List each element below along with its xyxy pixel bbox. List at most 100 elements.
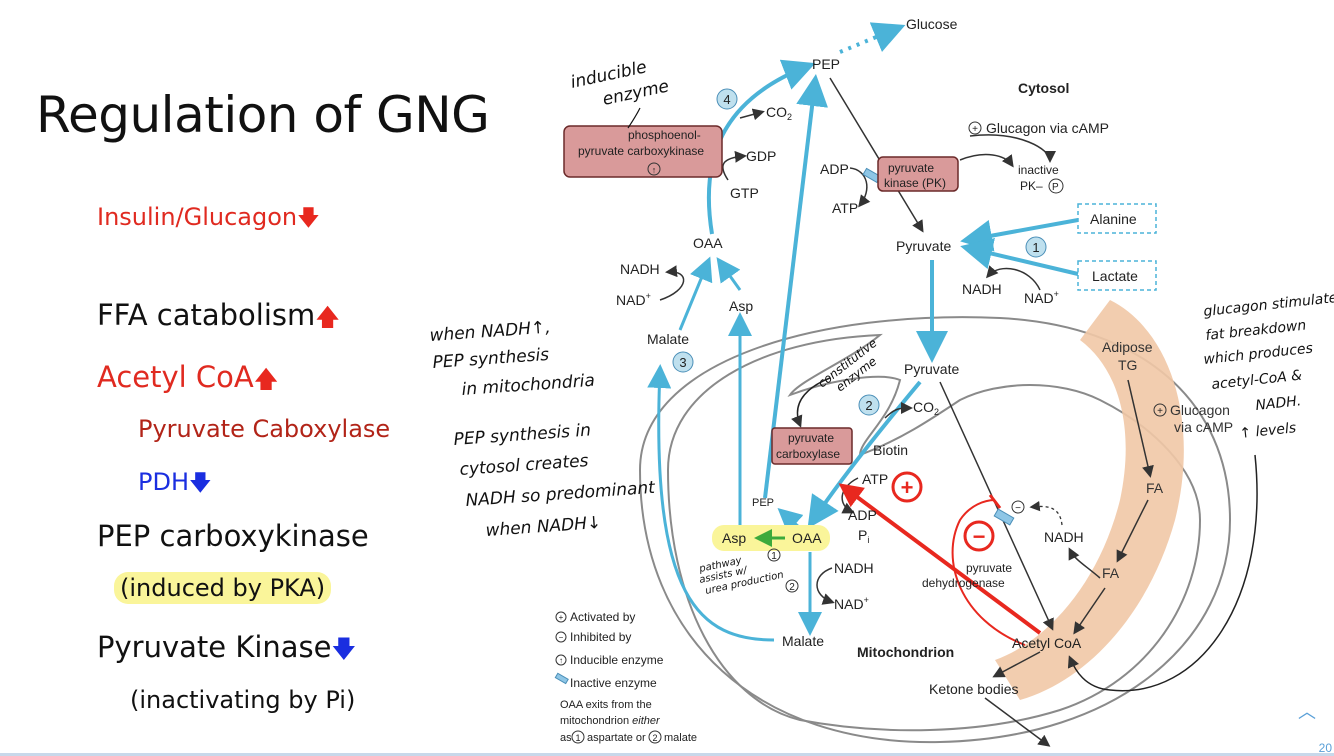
glucose-label: Glucose: [906, 16, 958, 32]
glucagon-note-3: which produces: [1203, 341, 1314, 368]
ketone-bodies-label: Ketone bodies: [929, 681, 1019, 697]
step-number-3: 3: [679, 355, 686, 370]
nadplus-mito-label: NAD+: [834, 595, 869, 612]
alanine-label: Alanine: [1090, 211, 1137, 227]
atp-mito-label: ATP: [862, 471, 888, 487]
inhibition-minus-text: −: [973, 524, 986, 549]
alanine-to-pyruvate-arrow: [960, 218, 1079, 252]
ffa-row: FFA catabolism🡅: [97, 298, 340, 341]
ffa-label: FFA catabolism: [97, 298, 316, 332]
cyto-note-1: PEP synthesis in: [453, 420, 592, 450]
tg-to-fa-arrow: [1127, 379, 1154, 478]
malate-cyto-label: Malate: [647, 331, 689, 347]
nad-nadh-cyto-arrow: [986, 265, 1041, 291]
arrow-down-icon: 🡇: [297, 206, 320, 231]
step-number-2: 2: [865, 398, 872, 413]
fa-label-2: FA: [1102, 565, 1120, 581]
legend-inducible-label: Inducible enzyme: [570, 653, 664, 667]
bottom-bar: [0, 753, 1334, 756]
lactate-box: [1077, 260, 1157, 291]
pdh-label-1: pyruvate: [966, 561, 1012, 575]
glucagon-note-2: fat breakdown: [1205, 317, 1307, 343]
gtp-gdp-arrow: [722, 150, 747, 181]
legend-oaa-line-3b: aspartate or: [587, 732, 646, 744]
co2-top-label: CO2: [766, 104, 792, 122]
oaa-mito-label: OAA: [792, 530, 822, 546]
glucagon-note-6: ↑ levels: [1239, 420, 1297, 442]
legend-oaa-line-3: as: [560, 732, 572, 744]
arrow-up-icon: 🡅: [315, 303, 340, 331]
mitochondrion-inner-membrane: [666, 333, 1202, 732]
asp-cyto-label: Asp: [729, 298, 753, 314]
pepck-label-2: pyruvate carboxykinase: [578, 144, 704, 158]
pep-carboxykinase-row: PEP carboxykinase: [97, 519, 369, 553]
legend-activated-label: Activated by: [570, 610, 635, 624]
pdh-label-2: dehydrogenase: [922, 576, 1005, 590]
legend-inhibited-label: Inhibited by: [570, 630, 631, 644]
cyto-note-3: NADH so predominant: [465, 478, 657, 511]
adipose-band: [995, 300, 1184, 700]
pyruvate-cyto-label: Pyruvate: [896, 238, 951, 254]
pi-mito-label: Pi: [858, 527, 869, 545]
glucagon-right-label-1: Glucagon: [1170, 402, 1230, 418]
pdh-row: PDH🡇: [138, 466, 212, 504]
pepck-label-1: phosphoenol-: [628, 128, 701, 142]
inactivating-label: (inactivating by Pi): [130, 686, 356, 714]
mito-malate-to-cyto-malate-arrow: [647, 364, 775, 642]
legend-inactive-label: Inactive enzyme: [570, 676, 657, 690]
nadh-up-note-3: in mitochondria: [461, 371, 596, 400]
mitochondrion-label: Mitochondrion: [857, 644, 954, 660]
pyruvate-kinase-label: Pyruvate Kinase: [97, 630, 332, 664]
adipose-label-2: TG: [1118, 357, 1137, 373]
pyruvate-mito-label: Pyruvate: [904, 361, 959, 377]
nadh-right-label: NADH: [1044, 529, 1084, 545]
inducible-marker-circle: [647, 162, 661, 176]
small-circle-2: [785, 579, 799, 593]
inactive-pk-label-1: inactive: [1018, 163, 1059, 177]
step-number-1: 1: [1032, 240, 1039, 255]
insulin-glucagon-row: Insulin/Glucagon🡇: [97, 201, 320, 239]
chevron-up-icon[interactable]: ︿: [1298, 702, 1316, 722]
co2-mito-label: CO2: [913, 399, 939, 417]
lactate-label: Lactate: [1092, 268, 1138, 284]
pyruvate-carboxylase-label: Pyruvate Caboxylase: [138, 415, 391, 443]
step-circle-3: [672, 351, 694, 373]
pc-label-1: pyruvate: [788, 431, 834, 445]
pep-top-label: PEP: [812, 56, 840, 72]
step-circle-4: [716, 88, 738, 110]
pepck-box: [563, 125, 723, 178]
pep-mito-label: PEP: [752, 497, 774, 509]
small-number-2: 2: [789, 582, 795, 593]
legend-number-1: 1: [575, 733, 580, 743]
inhibit-small-circle: [1011, 500, 1025, 514]
glucagon-camp-label: Glucagon via cAMP: [986, 120, 1109, 136]
legend-minus-circle: [555, 631, 567, 643]
inhibition-bar: [988, 494, 1002, 509]
step-number-4: 4: [723, 92, 730, 107]
legend-plus-circle: [555, 611, 567, 623]
small-circle-1: [767, 548, 781, 562]
inactivating-row: (inactivating by Pi): [130, 686, 355, 714]
acetyl-inhibits-pdh-path: [951, 499, 1026, 646]
nadplus-cyto-label: NAD+: [1024, 289, 1059, 306]
legend-inducible-symbol: ↑: [559, 656, 563, 665]
arrow-down-icon: 🡇: [331, 635, 357, 663]
acetyl-activates-pc-arrow: [838, 483, 1042, 635]
nadh-up-note-2: PEP synthesis: [432, 345, 550, 373]
pk-label-1: pyruvate: [888, 161, 934, 175]
fa-label-1: FA: [1146, 480, 1164, 496]
acetyl-handwritten-arrow: [1067, 454, 1258, 692]
legend-oaa-line-3c: malate: [664, 732, 697, 744]
nadh-mito-label: NADH: [834, 560, 874, 576]
inducible-note-pointer: [627, 107, 641, 129]
glucagon-plus-label: +: [972, 124, 978, 135]
glucagon-plus-circle: [968, 121, 982, 135]
activation-plus-icon: [891, 471, 923, 503]
small-number-1: 1: [771, 551, 777, 562]
legend-oaa-line-1: OAA exits from the: [560, 699, 652, 711]
gtp-label: GTP: [730, 185, 759, 201]
co2-release-arrow: [739, 108, 765, 121]
inducible-marker-label: ↑: [652, 165, 657, 175]
adp-atp-arrow: [849, 167, 871, 208]
